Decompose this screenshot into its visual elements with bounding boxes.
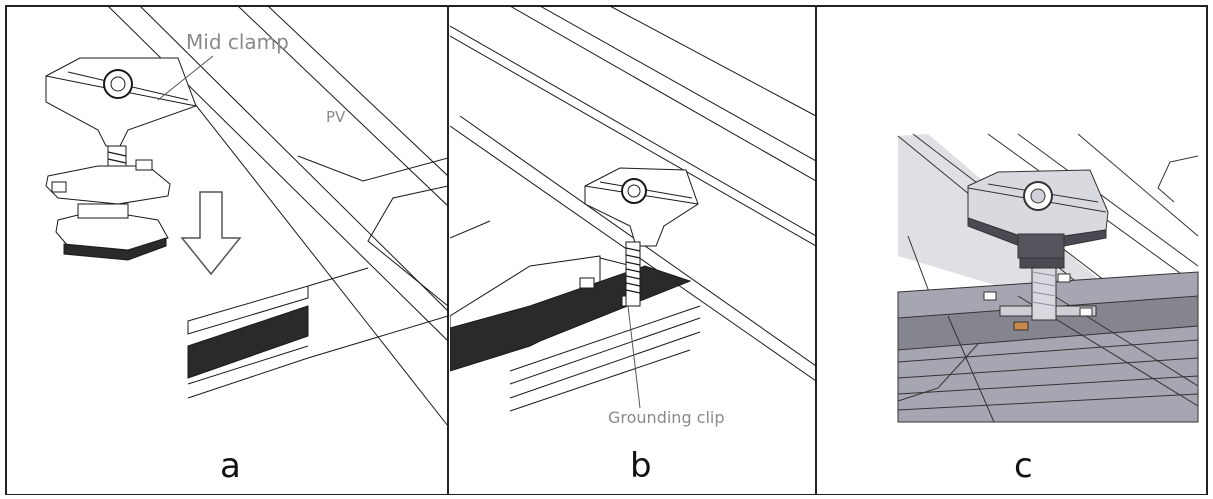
panel-letter-b: b [630, 446, 652, 486]
panel-letter-a: a [220, 446, 241, 486]
label-grounding-clip: Grounding clip [608, 408, 725, 427]
panel-c: c [818, 6, 1207, 495]
panel-b: Grounding clip b [450, 6, 816, 495]
panel-a-drawing [45, 6, 448, 427]
panel-a: Mid clamp PV a [8, 6, 448, 495]
panel-letter-c: c [1014, 446, 1033, 486]
panel-c-render [897, 133, 1199, 423]
panel-b-drawing [450, 6, 816, 412]
label-mid-clamp: Mid clamp [186, 30, 289, 54]
label-pv: PV [326, 108, 346, 126]
